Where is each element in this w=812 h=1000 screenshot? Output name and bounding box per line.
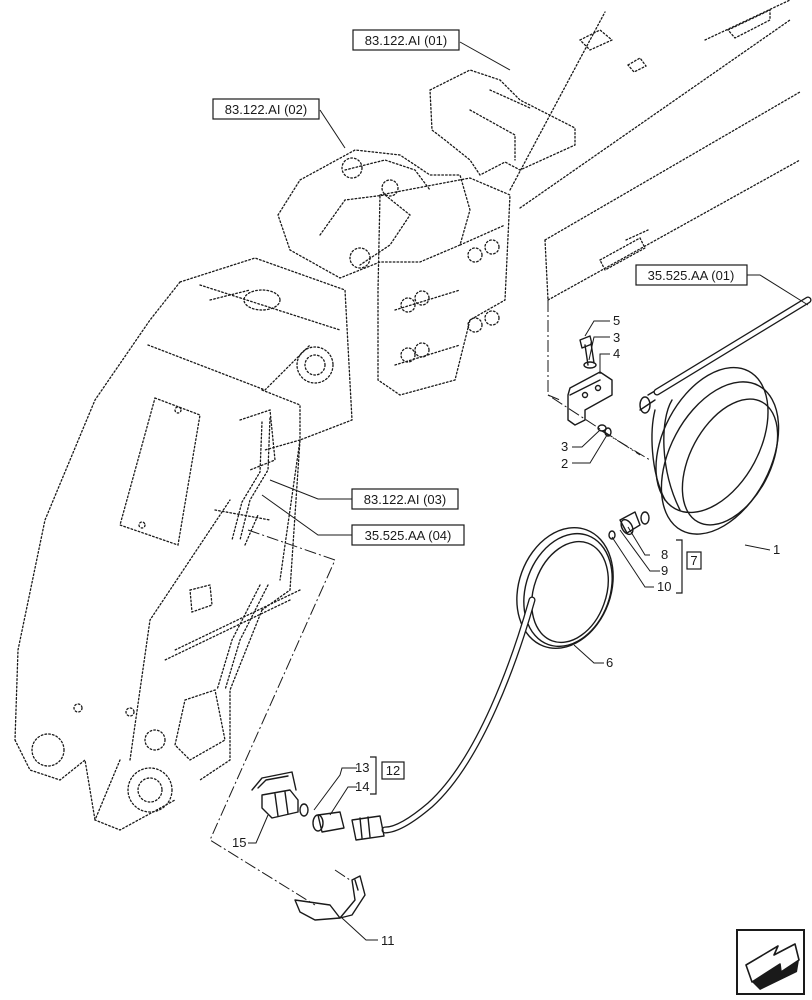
callout-numbers: 1 2 3 3 4 5 6 8 9 10 11 13 14 15	[232, 313, 780, 948]
reference-box-3[interactable]: 35.525.AA (01)	[635, 264, 748, 286]
callout-3b: 3	[561, 439, 568, 454]
callout-1: 1	[773, 542, 780, 557]
callout-13: 13	[355, 760, 369, 775]
reference-label-4: 83.122.AI (03)	[364, 492, 446, 507]
callout-11: 11	[381, 933, 395, 948]
supply-hose	[653, 296, 812, 396]
quick-coupler	[251, 771, 385, 841]
leader-lines	[248, 41, 809, 941]
reference-label-5: 35.525.AA (04)	[365, 528, 452, 543]
callout-5: 5	[613, 313, 620, 328]
callout-10: 10	[657, 579, 671, 594]
hose-reel	[639, 366, 780, 535]
arrow-icon[interactable]	[736, 929, 805, 995]
reference-box-1[interactable]: 83.122.AI (01)	[352, 29, 460, 51]
reference-label-1: 83.122.AI (01)	[365, 33, 447, 48]
hose-fitting	[608, 511, 650, 540]
callout-8: 8	[661, 547, 668, 562]
callout-2: 2	[561, 456, 568, 471]
reference-label-2: 83.122.AI (02)	[225, 102, 307, 117]
boom-structure	[14, 0, 801, 831]
reference-box-5[interactable]: 35.525.AA (04)	[351, 524, 465, 546]
bolt-and-bracket	[567, 335, 613, 437]
callout-6: 6	[606, 655, 613, 670]
reference-label-3: 35.525.AA (01)	[648, 268, 735, 283]
kit-label-12: 12	[386, 763, 400, 778]
reference-box-2[interactable]: 83.122.AI (02)	[212, 98, 320, 120]
callout-15: 15	[232, 835, 246, 850]
callout-3a: 3	[613, 330, 620, 345]
callout-14: 14	[355, 779, 369, 794]
kit-label-7: 7	[690, 553, 697, 568]
coiled-hose	[381, 526, 614, 834]
reference-box-4[interactable]: 83.122.AI (03)	[351, 488, 459, 510]
assembly-lines	[209, 300, 651, 906]
callout-4: 4	[613, 346, 620, 361]
kit-group-12: 12	[370, 756, 405, 795]
kit-group-7: 7	[676, 539, 702, 594]
callout-9: 9	[661, 563, 668, 578]
holder-bracket	[294, 875, 366, 921]
